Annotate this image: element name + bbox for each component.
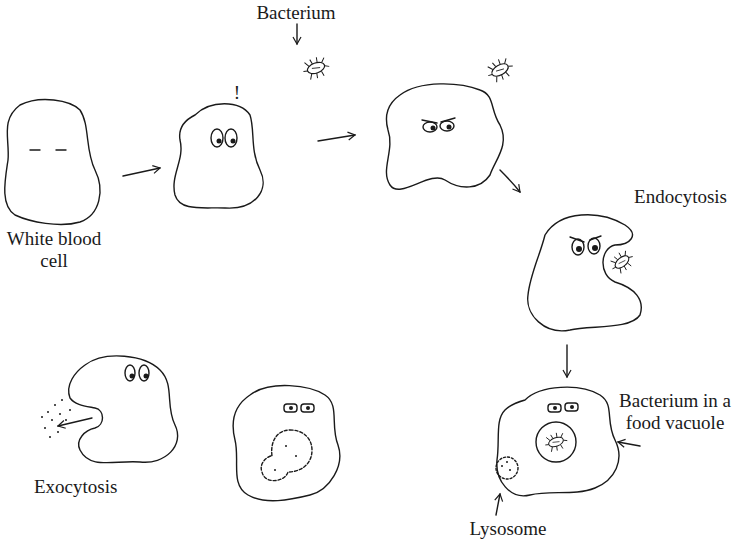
- lysosome-label: Lysosome: [458, 518, 558, 540]
- process-label: Exocytosis: [34, 476, 117, 498]
- exclamation-mark: !: [230, 82, 244, 104]
- vacuole-label: Bacterium in a food vacuole: [619, 390, 731, 434]
- cell-label: White blood cell: [0, 228, 108, 272]
- process-label: Endocytosis: [634, 186, 727, 208]
- bacterium-label: Bacterium: [248, 2, 344, 24]
